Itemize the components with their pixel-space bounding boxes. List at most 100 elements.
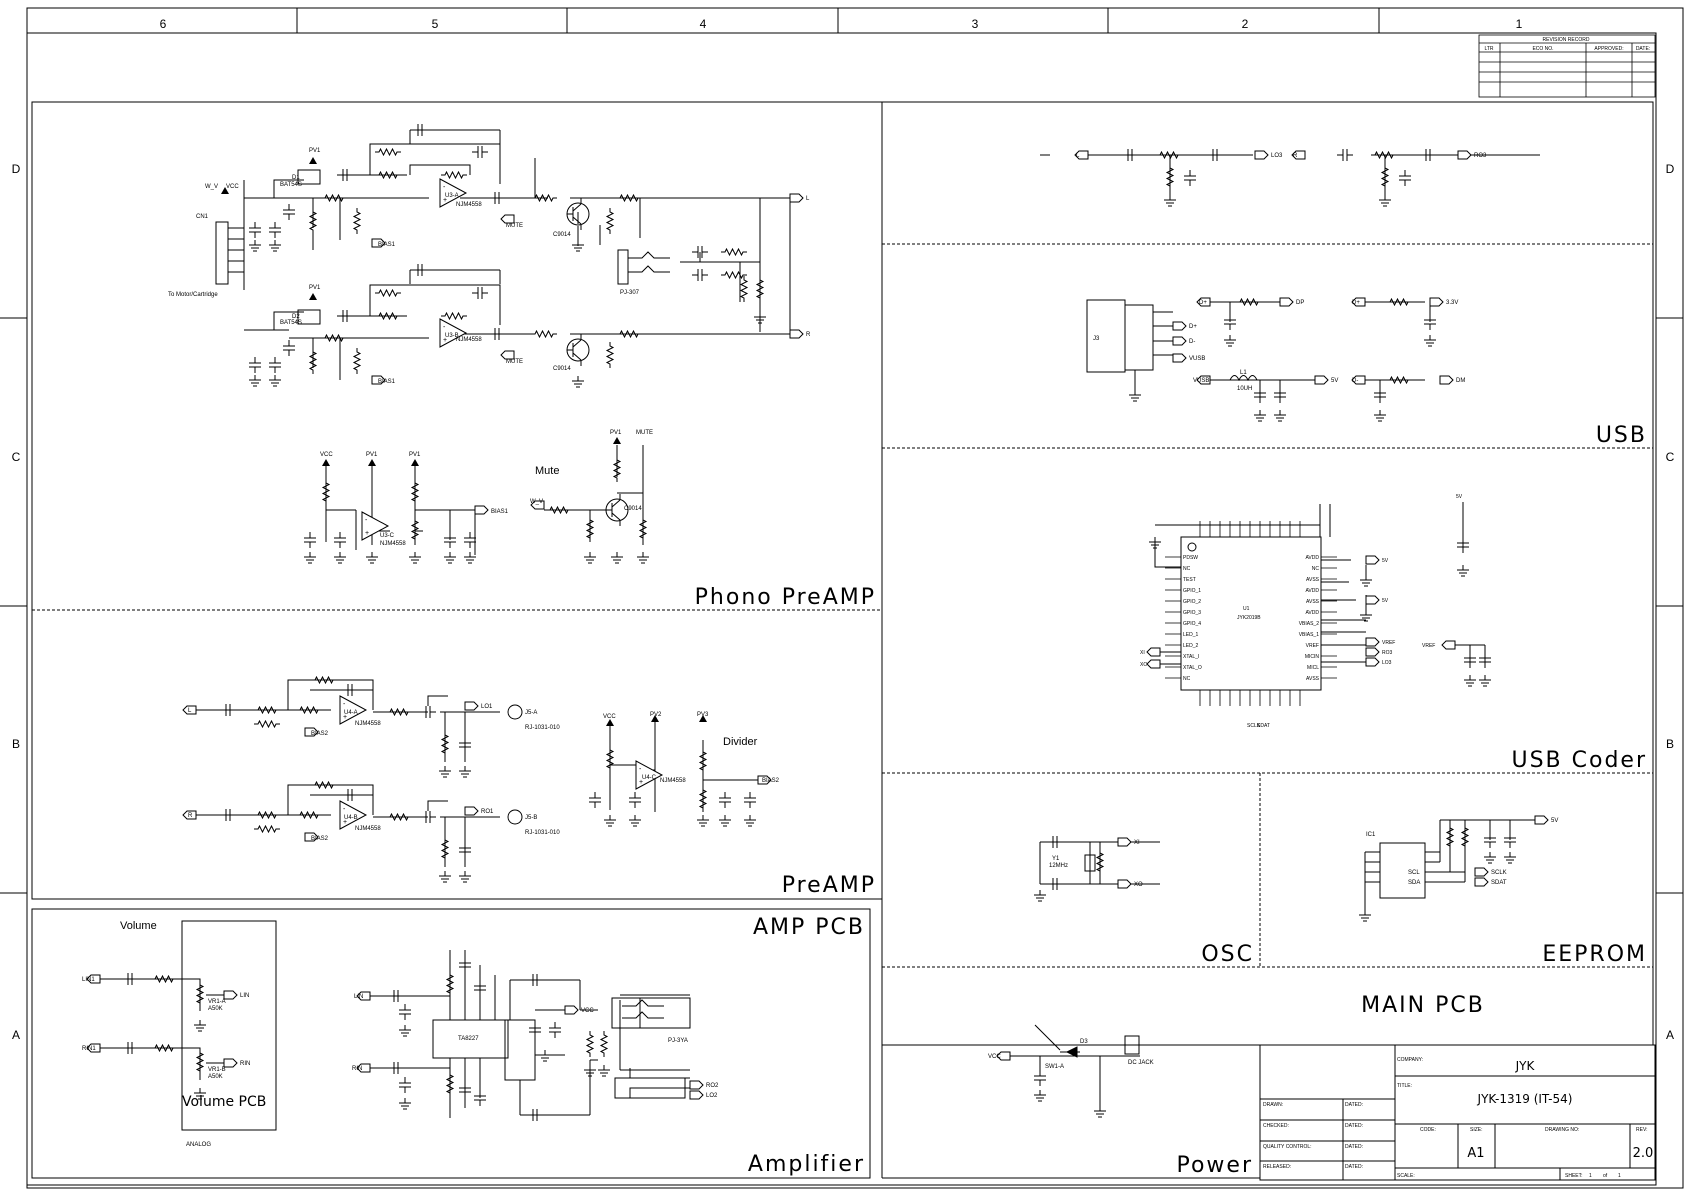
label-osc-xo: XO <box>1134 882 1143 888</box>
label-sw1: SW1-A <box>1045 1064 1064 1070</box>
tb-checked: CHECKED: <box>1263 1123 1289 1129</box>
tb-sheet: 1 <box>1589 1173 1592 1179</box>
u1-pin-right-4: AVSS <box>1306 599 1320 605</box>
u1-pin-left-1: NC <box>1183 566 1191 572</box>
label-opamp-5: NJM4558 <box>355 826 381 832</box>
u1-pin-left-10: XTAL_O <box>1183 665 1202 671</box>
label-y1: Y1 <box>1052 856 1060 862</box>
label-lin1: LIN1 <box>82 977 95 983</box>
section-title-amplifier: Amplifier <box>748 1152 865 1177</box>
eeprom-labels: IC1 5V SCLK SDAT SCL SDA <box>1366 818 1558 886</box>
label-u1-part: JYK2019B <box>1237 615 1261 621</box>
tb-size-label: SIZE: <box>1470 1127 1483 1133</box>
zone-col-2: 2 <box>1242 17 1249 31</box>
label-bias2-2: BIAS2 <box>311 836 329 842</box>
label-pv1-3: PV1 <box>409 452 421 458</box>
zone-row-a-left: A <box>12 1028 20 1042</box>
label-w-v-2: W_V <box>530 499 543 505</box>
u1-pin-right-7: VBIAS_1 <box>1299 632 1320 638</box>
amplifier-circuit <box>370 950 691 1118</box>
tb-rev: 2.0 <box>1633 1146 1654 1161</box>
label-vcc-3: VCC <box>603 714 616 720</box>
tb-quality: QUALITY CONTROL: <box>1263 1144 1312 1150</box>
label-pv1-r: PV1 <box>309 285 321 291</box>
label-lo3: LO3 <box>1271 153 1283 159</box>
label-u4c: U4-C <box>642 775 657 781</box>
label-q-c9014-1: C9014 <box>553 232 571 238</box>
label-rin1: RIN1 <box>82 1046 96 1052</box>
label-usb-dplus: D+ <box>1189 324 1197 330</box>
power-components <box>996 1051 1107 1118</box>
tb-code-label: CODE: <box>1420 1127 1436 1133</box>
power-circuit <box>1010 1024 1140 1106</box>
label-pv1-4: PV1 <box>610 430 622 436</box>
rev-col-date: DATE: <box>1636 46 1650 52</box>
label-vr1a: VR1-A <box>208 999 226 1005</box>
label-j5b: J5-B <box>525 815 537 821</box>
label-opamp-2: NJM4558 <box>456 337 482 343</box>
volume-circuit <box>100 920 277 1131</box>
label-out-l: L <box>806 196 810 202</box>
amplifier-labels: LIN RIN TA8227 VCC RO2 LO2 PJ-3YA <box>352 994 719 1099</box>
label-opamp-3: NJM4558 <box>380 541 406 547</box>
label-usb-vusb: VUSB <box>1189 356 1205 362</box>
label-a50k-2: A50K <box>208 1074 223 1080</box>
label-a50k-1: A50K <box>208 1006 223 1012</box>
tb-dated-4: DATED: <box>1345 1164 1363 1170</box>
label-ro3-coder: RO3 <box>1382 650 1393 656</box>
bias-mute-circuit <box>325 445 644 555</box>
u1-pin-right-11: AVSS <box>1306 676 1320 682</box>
label-in-l: L <box>188 708 192 714</box>
tb-drawn: DRAWN: <box>1263 1102 1283 1108</box>
label-dm: DM <box>1456 378 1465 384</box>
label-ro3: RO3 <box>1474 153 1487 159</box>
u1-pin-right-2: AVSS <box>1306 577 1320 583</box>
label-bias2-3: BIAS2 <box>762 778 780 784</box>
zone-row-a-right: A <box>1666 1028 1674 1042</box>
section-title-power: Power <box>1176 1153 1253 1178</box>
tb-of-label: of <box>1603 1173 1608 1179</box>
label-ro2: RO2 <box>706 1083 719 1089</box>
revision-record-title: REVISION RECORD <box>1543 37 1590 43</box>
label-bias1-3: BIAS1 <box>491 509 509 515</box>
label-mute-title: Mute <box>535 465 559 477</box>
label-5v-coder-2: 5V <box>1382 598 1389 604</box>
amplifier-components <box>356 956 704 1122</box>
label-volume-pcb: Volume PCB <box>182 1094 266 1110</box>
usb-circuit <box>1086 299 1431 400</box>
title-block-labels: COMPANY: TITLE: DRAWN: CHECKED: QUALITY … <box>1263 1057 1647 1179</box>
label-filter-r: R <box>1293 153 1298 159</box>
label-vusb-2: VUSB <box>1193 378 1209 384</box>
power-labels: VCC SW1-A D3 DC JACK <box>988 1039 1154 1070</box>
label-pv2: PV2 <box>650 712 662 718</box>
phono-labels: W_V VCC CN1 To Motor/Cartridge PV1 PV1 B… <box>168 148 811 385</box>
usb-components <box>1128 297 1454 422</box>
label-sda: SDA <box>1408 880 1420 886</box>
usb-coder-labels: U1 JYK2019B PDSW NC TEST GPIO_1 GPIO_2 G… <box>1140 494 1463 729</box>
tb-dated-2: DATED: <box>1345 1123 1363 1129</box>
label-5v-usb: 5V <box>1331 378 1338 384</box>
usb-filter-labels: L R LO3 RO3 <box>1076 153 1487 159</box>
rev-col-eco: ECO NO. <box>1532 46 1553 52</box>
zone-row-c-right: C <box>1666 450 1675 464</box>
label-pv1-l: PV1 <box>309 148 321 154</box>
tb-company-label: COMPANY: <box>1397 1057 1423 1063</box>
label-dplus-2: D+ <box>1199 300 1207 306</box>
label-ic1: IC1 <box>1366 832 1376 838</box>
label-u4a: U4-A <box>344 710 358 716</box>
label-j5a: J5-A <box>525 710 537 716</box>
label-opamp-6: NJM4558 <box>660 778 686 784</box>
u1-pin-right-6: VBIAS_2 <box>1299 621 1320 627</box>
u1-pin-left-8: LED_2 <box>1183 643 1199 649</box>
label-in-r: R <box>188 813 193 819</box>
label-lo3-coder: LO3 <box>1382 660 1392 666</box>
usb-labels: J3 D+ D- VUSB D+ DP D+ 3.3V VUSB 5V D- D… <box>1093 300 1465 392</box>
tb-title-label: TITLE: <box>1397 1083 1412 1089</box>
tb-size: A1 <box>1467 1146 1484 1161</box>
label-lo2: LO2 <box>706 1093 718 1099</box>
label-vr1b: VR1-B <box>208 1067 226 1073</box>
label-rin-amp: RIN <box>352 1066 362 1072</box>
label-vref: VREF <box>1382 640 1395 646</box>
label-lin-vol: LIN <box>240 993 249 999</box>
u1-pin-left-3: GPIO_1 <box>1183 588 1201 594</box>
